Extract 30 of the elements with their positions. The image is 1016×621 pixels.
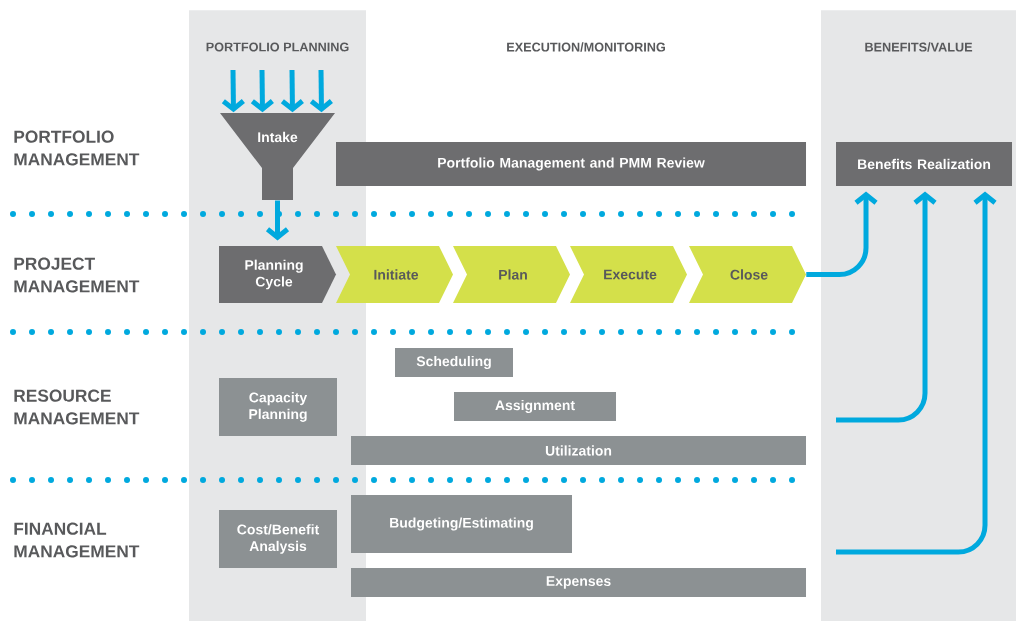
column-heading: BENEFITS/VALUE bbox=[865, 42, 973, 52]
row-label: PORTFOLIO MANAGEMENT bbox=[14, 130, 140, 166]
arrow bbox=[280, 69, 304, 113]
row-label: PROJECT MANAGEMENT bbox=[14, 257, 140, 293]
row-label: FINANCIAL MANAGEMENT bbox=[14, 522, 140, 558]
arrow bbox=[836, 191, 997, 555]
arrow bbox=[221, 69, 245, 113]
arrow bbox=[250, 69, 274, 113]
arrow bbox=[265, 200, 290, 241]
chevron-step: Planning Cycle bbox=[219, 246, 336, 303]
process-box: Expenses bbox=[351, 568, 806, 597]
arrow bbox=[836, 191, 937, 423]
process-box: Cost/Benefit Analysis bbox=[219, 510, 337, 568]
funnel: Intake bbox=[220, 113, 335, 200]
chevron-step: Initiate bbox=[336, 246, 453, 303]
process-box: Benefits Realization bbox=[836, 142, 1012, 186]
process-box: Budgeting/Estimating bbox=[351, 495, 572, 553]
row-label: RESOURCE MANAGEMENT bbox=[14, 389, 140, 425]
chevron-step: Plan bbox=[453, 246, 570, 303]
column-heading: PORTFOLIO PLANNING bbox=[206, 42, 349, 52]
process-box: Utilization bbox=[351, 436, 806, 465]
process-box: Assignment bbox=[454, 392, 616, 421]
chevron-step: Close bbox=[689, 246, 806, 303]
chevron-step: Execute bbox=[570, 246, 687, 303]
column-heading: EXECUTION/MONITORING bbox=[507, 42, 665, 52]
arrow bbox=[806, 191, 878, 277]
process-box: Scheduling bbox=[395, 348, 513, 377]
arrow bbox=[309, 69, 333, 113]
process-box: Capacity Planning bbox=[219, 378, 337, 436]
process-box: Portfolio Management and PMM Review bbox=[336, 142, 806, 186]
